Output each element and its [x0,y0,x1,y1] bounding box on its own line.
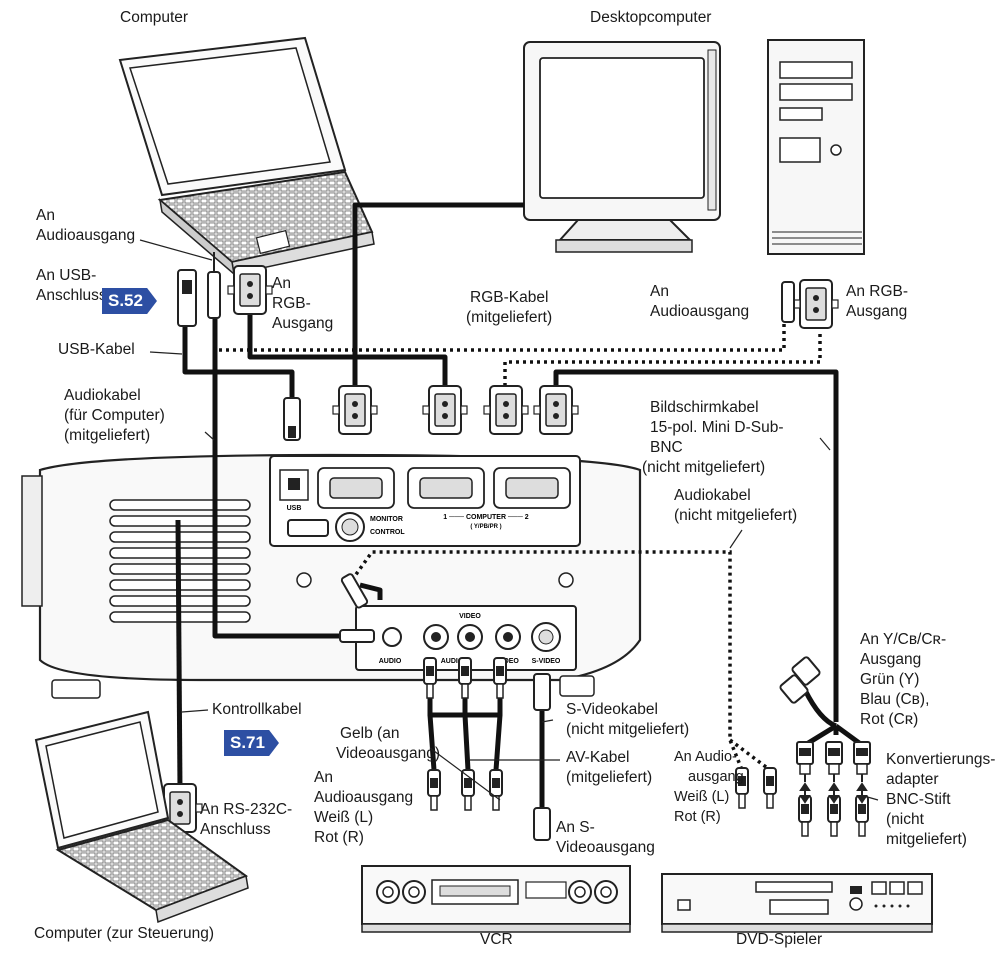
konvertierung-l4: (nicht [886,811,924,828]
projector-icon: USB MONITOR CONTROL 1 ─── COMPUTER ─── 2… [21,453,642,699]
an-s-video-l1: An S- [556,819,595,836]
rgb-kabel-l1: RGB-Kabel [470,289,549,306]
an-usb-l1: An USB- [36,267,97,284]
gelb-l2: Videoausgang) [336,745,440,762]
av-kabel-l1: AV-Kabel [566,749,630,766]
vcr-icon [361,865,631,933]
bildschirmkabel-l4: (nicht mitgeliefert) [642,459,766,476]
panel-usb-label: USB [287,505,302,512]
monitor-icon [523,41,721,253]
konvertierung-l5: mitgeliefert) [886,831,967,848]
control-computer-label: Computer (zur Steuerung) [34,925,215,942]
kontrollkabel-label: Kontrollkabel [212,701,302,718]
an-audio-vcr-l1: An [314,769,333,786]
panel-s-video-label: S-VIDEO [532,658,561,665]
an-audio-dvd-l4: Rot (R) [674,809,721,825]
konvertierung-l2: adapter [886,771,939,788]
gelb-l1: Gelb (an [340,725,400,742]
an-audio-vcr-l4: Rot (R) [314,829,364,846]
panel-ypbpr-label: ( Y/PB/PR ) [470,524,501,530]
an-audio-right-l1: An [650,283,669,300]
usb-kabel-label: USB-Kabel [58,341,135,358]
an-audio-vcr-l2: Audioausgang [314,789,414,806]
desktop-tower-icon [767,39,865,255]
computer-label: Computer [120,9,189,26]
bildschirmkabel-l1: Bildschirmkabel [650,399,759,416]
dvd-label: DVD-Spieler [736,931,823,948]
panel-video-jack-label: VIDEO [497,658,519,665]
audiokabel-nicht-l1: Audiokabel [674,487,751,504]
an-usb-l2: Anschluss [36,287,107,304]
an-audio-dvd-l2: ausgang [688,769,744,785]
dotted-cable-lines [213,320,822,772]
an-ycbcr-l4: Blau (Cʙ), [860,691,930,708]
rgb-kabel-l2: (mitgeliefert) [466,309,553,326]
konvertierung-l3: BNC-Stift [886,791,951,808]
an-audio-left-l1: An [36,207,55,224]
an-audio-dvd-l1: An Audio- [674,749,737,765]
bildschirmkabel-l3: BNC [650,439,683,456]
audiokabel-nicht-l2: (nicht mitgeliefert) [674,507,798,524]
leader-lines [139,239,879,801]
an-rgb-left-l2: RGB- [272,295,311,312]
an-audio-left-l2: Audioausgang [36,227,136,244]
audiokabel-computer-l3: (mitgeliefert) [64,427,151,444]
s-videokabel-l1: S-Videokabel [566,701,658,718]
laptop-top-icon [118,36,375,276]
an-s-video-l2: Videoausgang [556,839,655,856]
an-rgb-left-l3: Ausgang [272,315,334,332]
s-videokabel-l2: (nicht mitgeliefert) [566,721,690,738]
panel-control-label: CONTROL [370,529,405,536]
av-kabel-l2: (mitgeliefert) [566,769,653,786]
page-ref-s52-badge[interactable]: S.52 [102,288,157,314]
konvertierung-l1: Konvertierungs- [886,751,996,768]
audiokabel-computer-l1: Audiokabel [64,387,141,404]
panel-monitor-label: MONITOR [370,516,403,523]
vcr-label: VCR [480,931,513,948]
an-rs232c-l1: An RS-232C- [200,801,293,818]
bildschirmkabel-l2: 15-pol. Mini D-Sub- [650,419,784,436]
audiokabel-computer-l2: (für Computer) [64,407,165,424]
panel-audio-label: AUDIO [379,658,402,665]
an-ycbcr-l1: An Y/Cʙ/Cʀ- [860,631,947,648]
an-rgb-right-l1: An RGB- [846,283,909,300]
an-ycbcr-l5: Rot (Cʀ) [860,711,919,728]
control-laptop-icon [34,710,249,924]
an-audio-vcr-l3: Weiß (L) [314,809,374,826]
connector-icons [157,252,871,841]
an-rs232c-l2: Anschluss [200,821,271,838]
panel-audio-lr-label: AUDIO [441,658,464,665]
desktop-label: Desktopcomputer [590,9,712,26]
an-ycbcr-l2: Ausgang [860,651,922,668]
an-audio-dvd-l3: Weiß (L) [674,789,730,805]
an-ycbcr-l3: Grün (Y) [860,671,920,688]
an-rgb-left-l1: An [272,275,291,292]
page-ref-s71-badge[interactable]: S.71 [224,730,279,756]
panel-video-group-label: VIDEO [459,613,481,620]
an-audio-right-l2: Audioausgang [650,303,750,320]
panel-computer-label: 1 ─── COMPUTER ─── 2 [443,514,528,521]
dvd-player-icon [661,873,933,933]
an-rgb-right-l2: Ausgang [846,303,908,320]
